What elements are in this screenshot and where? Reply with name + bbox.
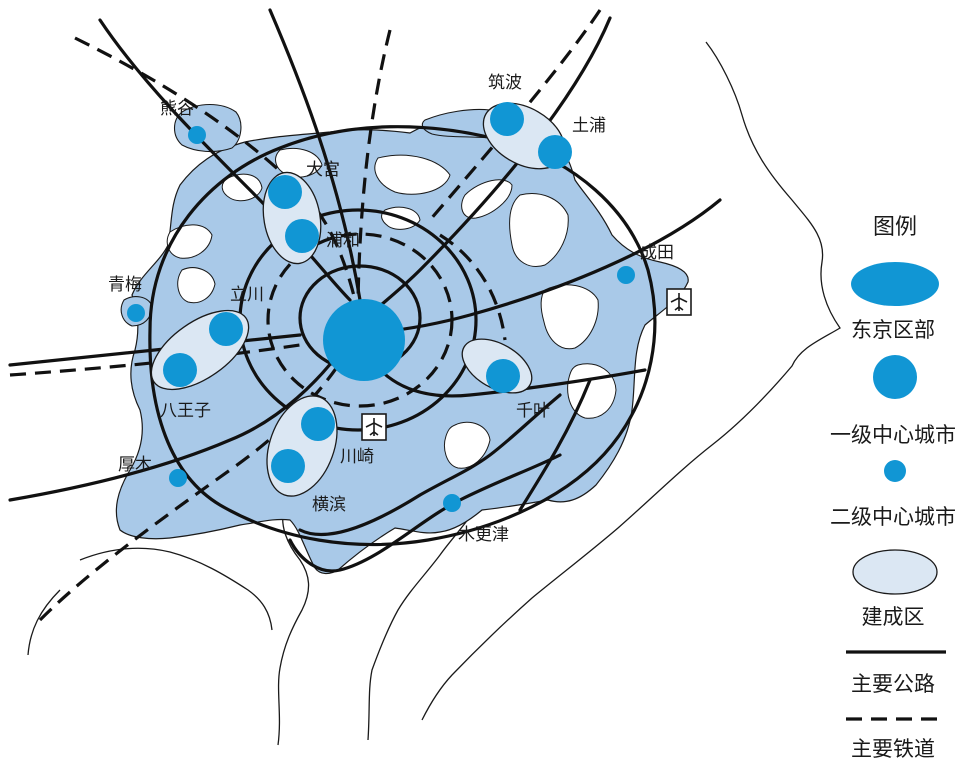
airplane-icon xyxy=(365,418,383,436)
primary-center-chiba xyxy=(486,359,520,393)
primary-center-tsukuba xyxy=(490,102,524,136)
legend-label-built-area: 建成区 xyxy=(862,605,925,629)
primary-center-kawasaki xyxy=(301,407,335,441)
legend-swatch-built-area xyxy=(852,549,938,595)
legend-label-primary-center: 一级中心城市 xyxy=(830,423,956,447)
label-yokohama: 横滨 xyxy=(312,495,346,515)
label-narita: 成田 xyxy=(640,243,674,263)
label-urawa: 浦和 xyxy=(326,231,360,251)
label-chiba: 千叶 xyxy=(516,401,550,421)
primary-center-urawa xyxy=(285,219,319,253)
legend: 图例 东京区部 一级中心城市 二级中心城市 建成区 主要公路 主要铁道 xyxy=(830,215,956,761)
primary-center-tsuchiura xyxy=(538,135,572,169)
legend-swatch-secondary-center xyxy=(884,460,906,482)
legend-label-tokyo-wards: 东京区部 xyxy=(851,318,935,342)
label-tsuchiura: 土浦 xyxy=(572,116,606,136)
primary-center-hachioji xyxy=(163,353,197,387)
primary-center-yokohama xyxy=(271,449,305,483)
secondary-center-ome xyxy=(127,304,145,322)
label-ome: 青梅 xyxy=(108,275,142,295)
narita-airport xyxy=(666,288,692,316)
primary-center-omiya xyxy=(268,175,302,209)
label-tachikawa: 立川 xyxy=(230,285,264,305)
label-omiya: 大宫 xyxy=(306,160,340,180)
haneda-airport xyxy=(361,413,387,441)
secondary-center-narita xyxy=(617,266,635,284)
place-labels: 熊谷 大宫 浦和 筑波 土浦 成田 青梅 立川 八王子 千叶 川崎 厚木 横滨 … xyxy=(108,73,674,545)
city-centers xyxy=(127,102,635,512)
legend-label-main-road: 主要公路 xyxy=(851,672,935,696)
label-tsukuba: 筑波 xyxy=(488,73,522,93)
legend-label-main-railway: 主要铁道 xyxy=(851,737,935,761)
legend-swatch-tokyo-wards xyxy=(851,262,939,306)
label-kumagaya: 熊谷 xyxy=(160,99,194,119)
legend-title: 图例 xyxy=(873,215,917,240)
secondary-center-kisarazu xyxy=(443,494,461,512)
label-kawasaki: 川崎 xyxy=(340,447,374,467)
primary-center-tachikawa xyxy=(209,312,243,346)
airplane-icon xyxy=(670,293,688,311)
secondary-center-kumagaya xyxy=(188,126,206,144)
label-kisarazu: 木更津 xyxy=(458,525,509,545)
legend-swatch-primary-center xyxy=(873,355,917,399)
legend-label-secondary-center: 二级中心城市 xyxy=(830,505,956,529)
label-hachioji: 八王子 xyxy=(160,401,211,421)
label-atsugi: 厚木 xyxy=(118,455,152,475)
secondary-center-atsugi xyxy=(169,469,187,487)
tokyo-wards-center xyxy=(323,299,405,381)
